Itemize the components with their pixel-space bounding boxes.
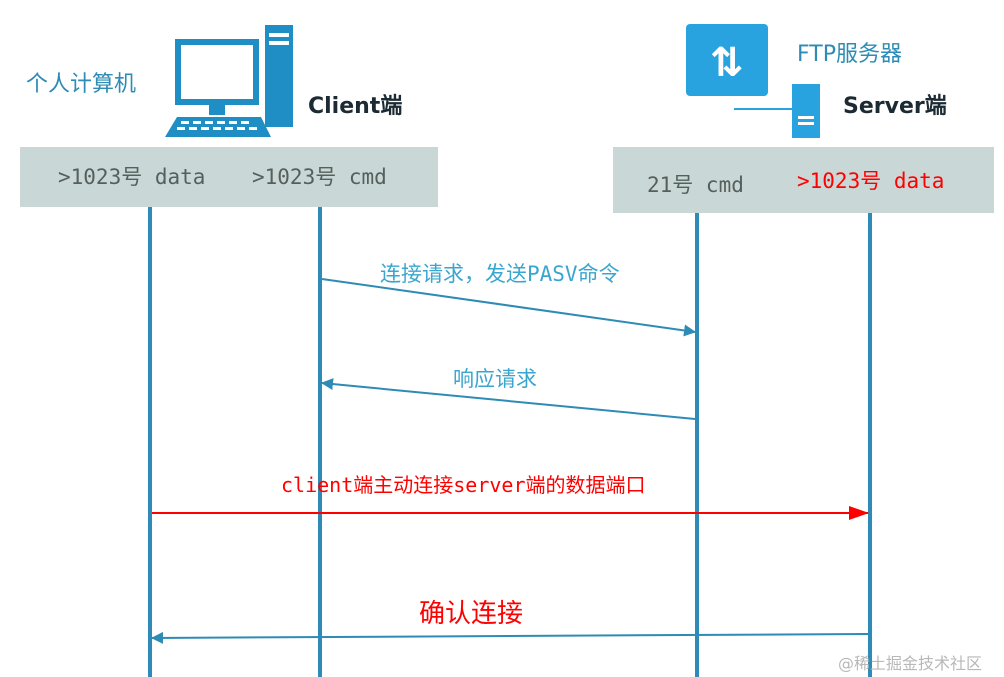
server-data-port-label: >1023号 data: [797, 169, 945, 193]
client-role-label: Client端: [308, 94, 403, 119]
message-confirm: 确认连接: [419, 599, 524, 629]
client-data-port-label: >1023号 data: [58, 165, 206, 189]
server-icon: ⇅: [686, 24, 820, 138]
ftp-server-label: FTP服务器: [797, 42, 902, 67]
message-response: 响应请求: [453, 367, 537, 391]
desktop-computer-icon: [165, 25, 293, 137]
server-port-box: 21号 cmd >1023号 data: [613, 147, 994, 213]
client-computer-label: 个人计算机: [26, 72, 137, 97]
arrow-pasv-request: [321, 278, 696, 337]
server-role-label: Server端: [843, 94, 947, 119]
client-port-box: >1023号 data >1023号 cmd: [20, 147, 438, 207]
arrow-response: [321, 378, 696, 420]
client-cmd-port-label: >1023号 cmd: [252, 165, 387, 189]
message-data-connect: client端主动连接server端的数据端口: [281, 473, 646, 497]
arrow-confirm: [151, 631, 869, 644]
server-cmd-port-label: 21号 cmd: [647, 173, 744, 197]
message-pasv-request: 连接请求，发送PASV命令: [380, 262, 620, 286]
svg-text:⇅: ⇅: [710, 40, 744, 86]
watermark: @稀土掘金技术社区: [838, 654, 983, 673]
